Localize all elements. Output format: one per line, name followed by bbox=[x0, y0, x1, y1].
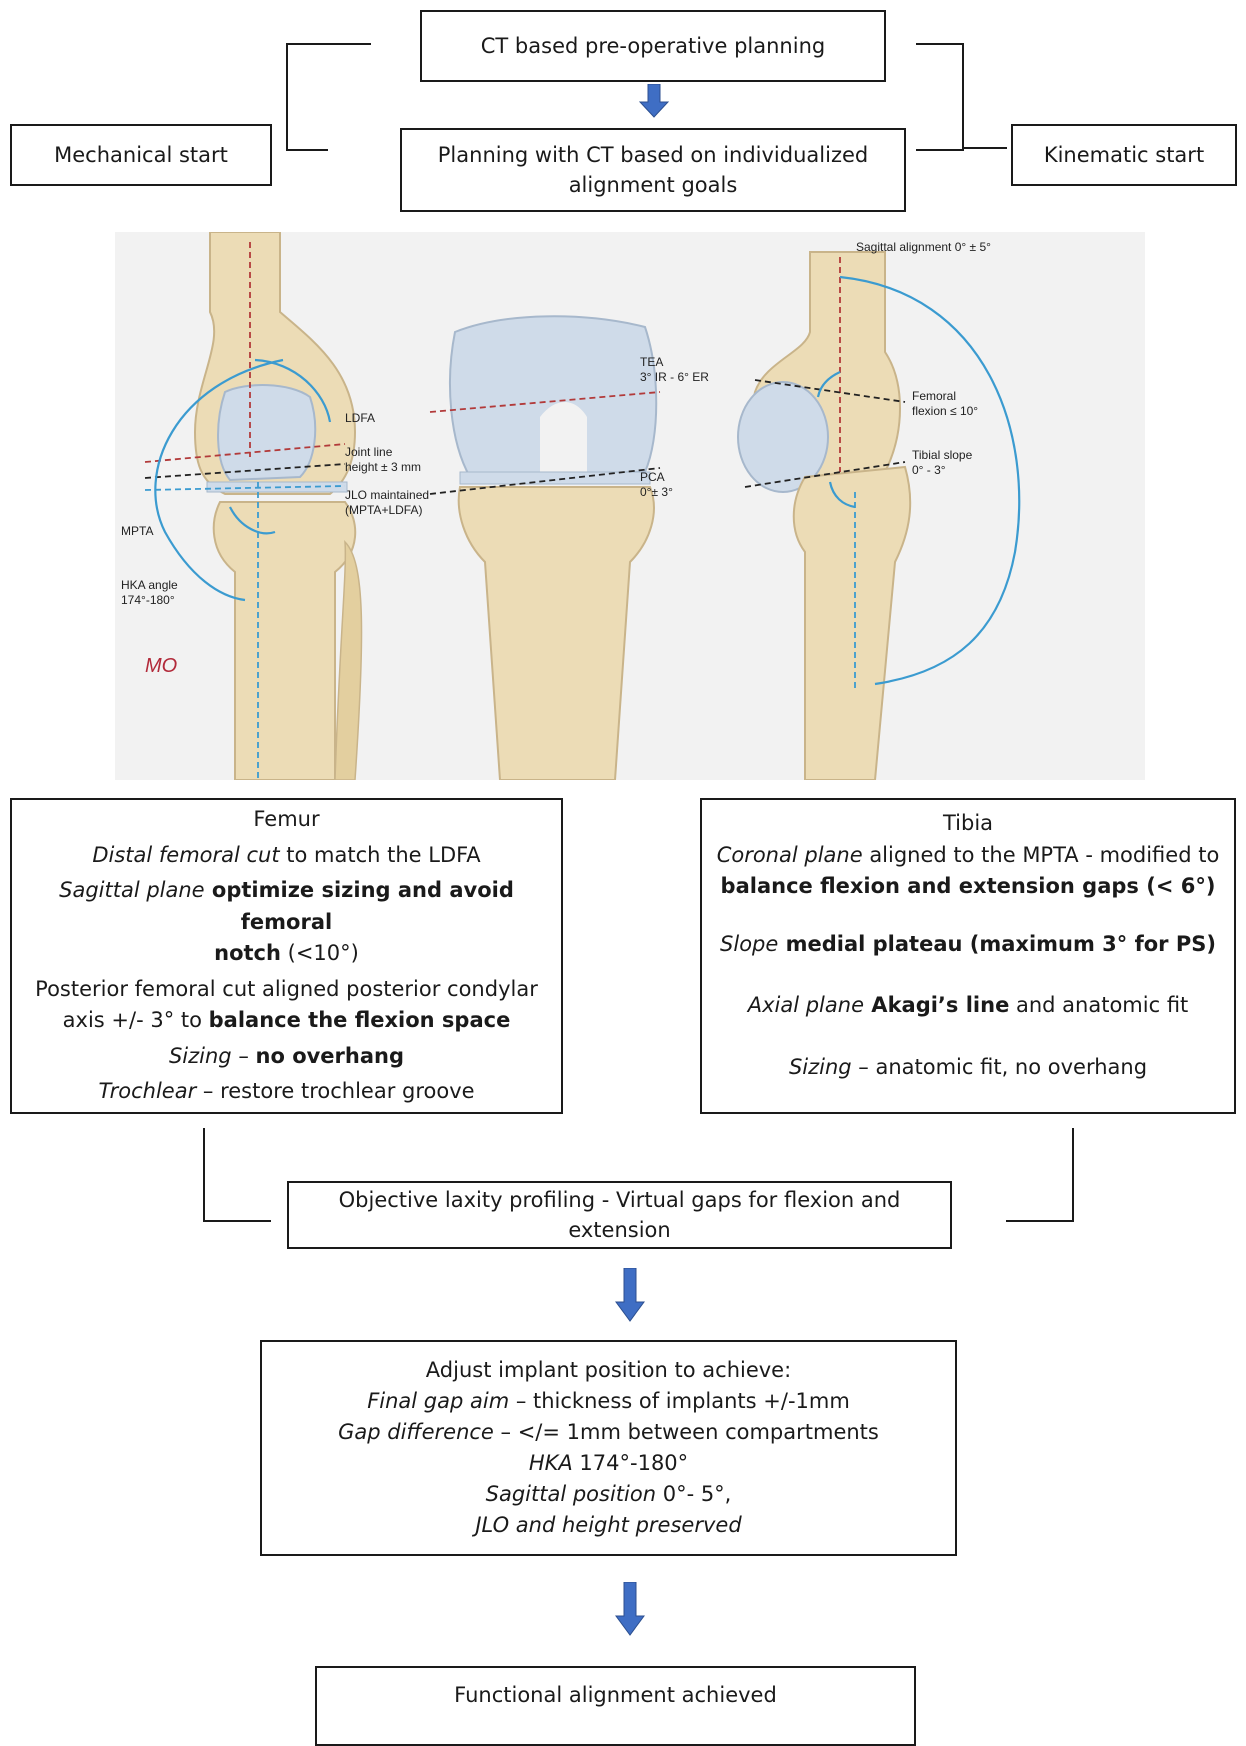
label-hka-1: HKA angle bbox=[121, 578, 178, 592]
sagittal-alignment-caption: Sagittal alignment 0° ± 5° bbox=[856, 240, 991, 254]
label-femoral-flexion-1: Femoral bbox=[912, 389, 956, 403]
planning-line-2: alignment goals bbox=[569, 170, 738, 200]
label-pca-1: PCA bbox=[640, 470, 665, 484]
label-jlo-1: JLO maintained bbox=[345, 488, 429, 502]
label-femoral-flexion-2: flexion ≤ 10° bbox=[912, 404, 978, 418]
adjust-hka: HKA 174°-180° bbox=[529, 1448, 688, 1479]
ct-planning-text: CT based pre-operative planning bbox=[481, 31, 825, 61]
femur-notch: notch (<10°) bbox=[214, 938, 359, 970]
label-mpta: MPTA bbox=[121, 524, 153, 538]
femur-sagittal-plane: Sagittal plane optimize sizing and avoid… bbox=[12, 875, 561, 938]
label-joint-line-1: Joint line bbox=[345, 445, 393, 459]
tibia-balance-gaps: balance flexion and extension gaps (< 6°… bbox=[721, 871, 1216, 903]
femur-box: Femur Distal femoral cut to match the LD… bbox=[10, 798, 563, 1114]
femur-posterior-cut: Posterior femoral cut aligned posterior … bbox=[35, 974, 538, 1006]
adjust-jlo: JLO and height preserved bbox=[475, 1510, 741, 1541]
label-tibial-slope-2: 0° - 3° bbox=[912, 463, 946, 477]
tibia-coronal-plane: Coronal plane aligned to the MPTA - modi… bbox=[717, 840, 1220, 872]
laxity-profiling-text: Objective laxity profiling - Virtual gap… bbox=[289, 1185, 950, 1246]
label-tea-1: TEA bbox=[640, 355, 663, 369]
functional-alignment-box: Functional alignment achieved bbox=[315, 1666, 916, 1746]
planning-box: Planning with CT based on individualized… bbox=[400, 128, 906, 212]
adjust-title: Adjust implant position to achieve: bbox=[426, 1355, 791, 1386]
right-knee-bones bbox=[738, 252, 910, 780]
label-tea-2: 3° IR - 6° ER bbox=[640, 370, 709, 384]
adjust-sagittal-position: Sagittal position 0°- 5°, bbox=[486, 1479, 732, 1510]
kinematic-start-box: Kinematic start bbox=[1011, 124, 1237, 186]
tibia-box: Tibia Coronal plane aligned to the MPTA … bbox=[700, 798, 1236, 1114]
planning-line-1: Planning with CT based on individualized bbox=[438, 140, 868, 170]
mechanical-start-box: Mechanical start bbox=[10, 124, 272, 186]
down-arrow-3 bbox=[615, 1268, 645, 1322]
tibia-to-laxity-connector bbox=[1006, 1128, 1074, 1222]
knee-illustration: LDFA Joint line height ± 3 mm JLO mainta… bbox=[115, 232, 1145, 780]
right-connector bbox=[916, 43, 964, 151]
down-arrow-4 bbox=[615, 1582, 645, 1636]
right-connector-bottom-stub bbox=[962, 147, 1007, 149]
ct-planning-box: CT based pre-operative planning bbox=[420, 10, 886, 82]
down-arrow-1 bbox=[639, 84, 669, 118]
label-joint-line-2: height ± 3 mm bbox=[345, 460, 421, 474]
femur-to-laxity-connector bbox=[203, 1128, 271, 1222]
femur-trochlear: Trochlear – restore trochlear groove bbox=[98, 1076, 474, 1108]
middle-knee-bones bbox=[450, 316, 656, 780]
label-hka-2: 174°-180° bbox=[121, 593, 175, 607]
mechanical-start-text: Mechanical start bbox=[54, 140, 228, 170]
adjust-gap-difference: Gap difference – </= 1mm between compart… bbox=[338, 1417, 879, 1448]
left-connector bbox=[286, 43, 328, 151]
label-tibial-slope-1: Tibial slope bbox=[912, 448, 973, 462]
adjust-final-gap: Final gap aim – thickness of implants +/… bbox=[367, 1386, 850, 1417]
label-ldfa: LDFA bbox=[345, 411, 375, 425]
left-connector-top-stub bbox=[326, 43, 371, 45]
femur-title: Femur bbox=[253, 804, 319, 836]
label-pca-2: 0°± 3° bbox=[640, 485, 673, 499]
signature-logo: MO bbox=[145, 655, 177, 677]
tibia-sizing: Sizing – anatomic fit, no overhang bbox=[789, 1052, 1147, 1084]
laxity-profiling-box: Objective laxity profiling - Virtual gap… bbox=[287, 1181, 952, 1249]
femur-condylar-axis: axis +/- 3° to balance the flexion space bbox=[63, 1005, 511, 1037]
tibia-axial-plane: Axial plane Akagi’s line and anatomic fi… bbox=[748, 990, 1189, 1022]
femur-sizing: Sizing – no overhang bbox=[169, 1041, 404, 1073]
kinematic-start-text: Kinematic start bbox=[1044, 140, 1204, 170]
adjust-implant-box: Adjust implant position to achieve: Fina… bbox=[260, 1340, 957, 1556]
label-jlo-2: (MPTA+LDFA) bbox=[345, 503, 422, 517]
femur-distal-cut: Distal femoral cut to match the LDFA bbox=[92, 840, 480, 872]
left-knee-bones bbox=[195, 232, 362, 780]
tibia-slope: Slope medial plateau (maximum 3° for PS) bbox=[720, 929, 1216, 961]
tibia-title: Tibia bbox=[943, 808, 993, 840]
functional-alignment-text: Functional alignment achieved bbox=[454, 1680, 777, 1710]
